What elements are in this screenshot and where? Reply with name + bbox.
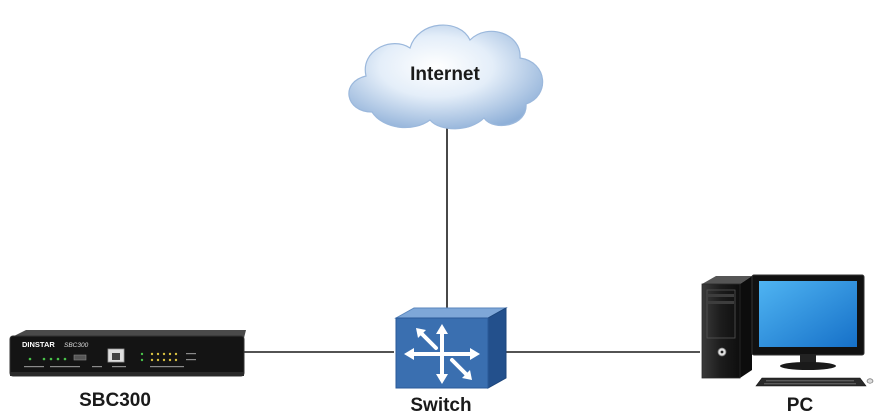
sbc-model-text: SBC300	[64, 342, 89, 349]
internet-cloud-icon	[348, 24, 544, 130]
sbc-brand-text: DINSTAR	[22, 340, 55, 349]
switch-label: Switch	[410, 395, 471, 415]
internet-label: Internet	[410, 64, 480, 85]
pc-label: PC	[787, 395, 814, 415]
pc-tower-icon	[701, 276, 752, 379]
pc-keyboard-icon	[755, 377, 874, 387]
connections	[244, 120, 700, 353]
switch-icon	[394, 307, 508, 389]
pc-monitor-icon	[751, 274, 865, 370]
pc-icon	[701, 274, 874, 387]
sbc300-device-icon: DINSTAR SBC300	[9, 330, 246, 377]
sbc300-label: SBC300	[79, 390, 151, 411]
